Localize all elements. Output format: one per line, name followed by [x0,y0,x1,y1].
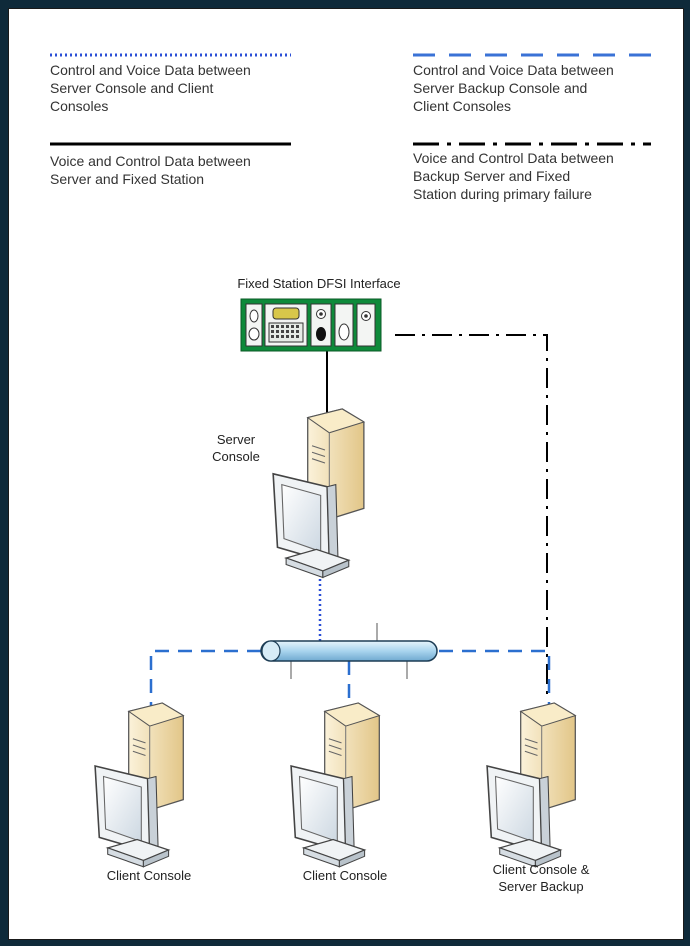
legend-text-server-station: Voice and Control Data between Server an… [50,153,251,187]
server-console-computer-icon [272,408,365,579]
fixed-station-label: Fixed Station DFSI Interface [237,276,401,291]
fixed-station-icon [240,298,382,352]
diagram-sheet: Control and Voice Data between Server Co… [8,8,684,940]
network-diagram [50,53,651,868]
client-console-3-computer-icon [486,702,577,868]
connection-backup-to-station [395,334,548,699]
server-console-label: Server Console [212,432,260,464]
client-console-1-label: Client Console [106,868,192,883]
connection-hub-to-client-3 [439,649,551,724]
network-hub-icon [260,640,438,662]
client-console-2-label: Client Console [302,868,388,883]
client-console-1-computer-icon [94,702,185,868]
client-console-2-computer-icon [290,702,381,868]
client-console-3-label: Client Console & Server Backup [492,862,590,894]
legend-text-backup-client: Control and Voice Data between Server Ba… [413,62,614,114]
legend-text-backup-station: Voice and Control Data between Backup Se… [413,150,614,202]
legend-text-server-client: Control and Voice Data between Server Co… [50,62,251,114]
